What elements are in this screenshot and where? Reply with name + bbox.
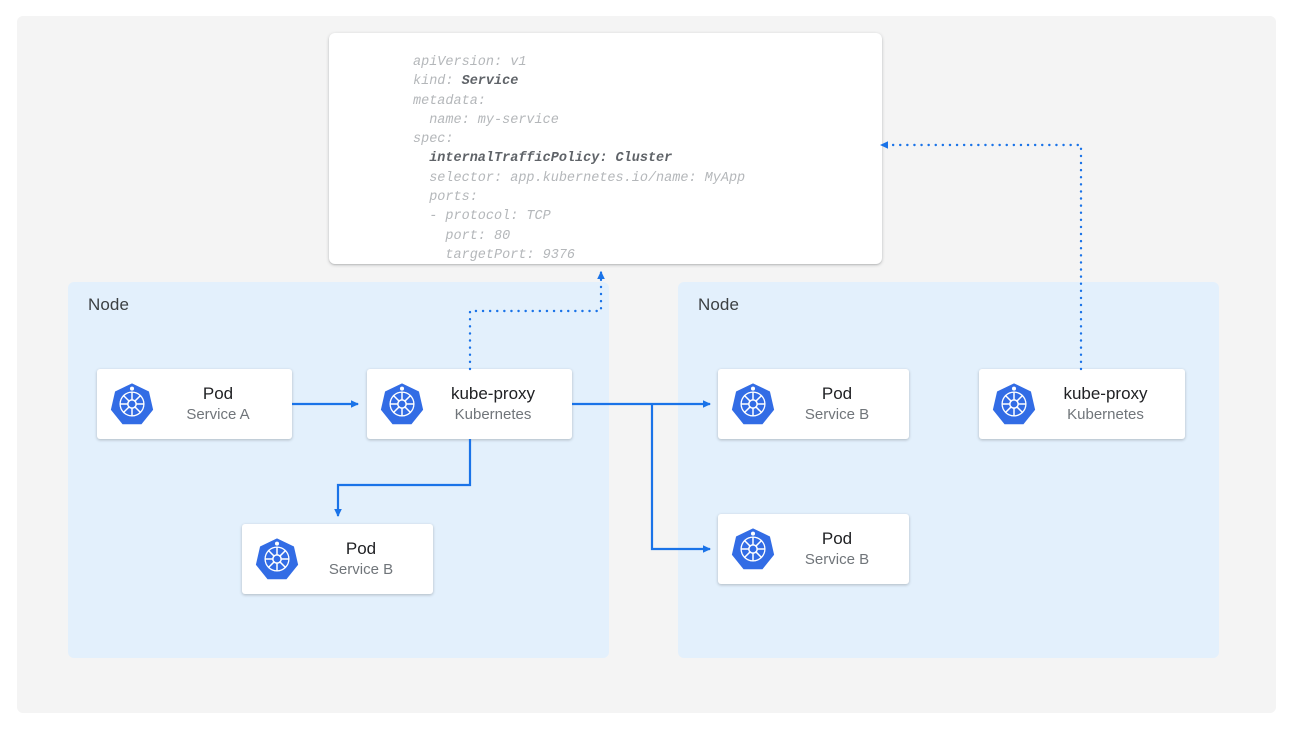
yaml-line: kind: Service	[413, 74, 519, 90]
pod-subtitle: Service B	[328, 561, 394, 578]
yaml-line: selector: app.kubernetes.io/name: MyApp	[413, 170, 746, 186]
pod-title: Pod	[821, 383, 853, 403]
kube-proxy-title: kube-proxy	[450, 383, 536, 403]
pod-card-service-b-remote-1[interactable]: Pod Service B	[718, 369, 909, 439]
kube-proxy-card-left[interactable]: kube-proxy Kubernetes	[367, 369, 572, 439]
kubernetes-logo-icon	[110, 382, 154, 426]
yaml-line: apiVersion: v1	[413, 55, 527, 70]
kube-proxy-subtitle: Kubernetes	[454, 406, 532, 423]
yaml-line: spec:	[413, 132, 454, 148]
pod-card-text: Pod Service B	[299, 538, 433, 581]
pod-card-text: Pod Service B	[775, 383, 909, 426]
pod-subtitle: Service B	[804, 406, 870, 423]
yaml-line: - protocol: TCP	[413, 209, 551, 225]
node-group-right: Node	[678, 282, 1219, 658]
kubernetes-logo-icon	[731, 382, 775, 426]
yaml-line: metadata:	[413, 93, 486, 109]
diagram-canvas: Node Node apiVersion: v1 kind: Service met…	[17, 16, 1276, 713]
pod-card-service-b-local[interactable]: Pod Service B	[242, 524, 433, 594]
node-label-left: Node	[88, 295, 130, 314]
yaml-line: ports:	[413, 190, 478, 206]
service-manifest-card: apiVersion: v1 kind: Service metadata: nam…	[329, 33, 882, 264]
yaml-line: targetPort: 9376	[413, 247, 576, 263]
yaml-line-value: Service	[461, 74, 519, 90]
kube-proxy-subtitle: Kubernetes	[1067, 406, 1144, 423]
pod-card-service-b-remote-2[interactable]: Pod Service B	[718, 514, 909, 584]
node-group-left: Node	[68, 282, 609, 658]
yaml-line: port: 80	[413, 228, 511, 244]
pod-title: Pod	[345, 538, 377, 558]
pod-title: Pod	[821, 528, 853, 548]
pod-card-text: Pod Service A	[154, 383, 292, 426]
kubernetes-logo-icon	[255, 537, 299, 581]
pod-subtitle: Service A	[186, 406, 250, 423]
kubernetes-logo-icon	[992, 382, 1036, 426]
kube-proxy-title: kube-proxy	[1063, 383, 1148, 403]
kubernetes-logo-icon	[380, 382, 424, 426]
node-label-right: Node	[698, 295, 740, 314]
pod-title: Pod	[202, 383, 234, 403]
kube-proxy-card-text: kube-proxy Kubernetes	[1036, 383, 1185, 426]
yaml-line: internalTrafficPolicy: Cluster	[413, 151, 673, 167]
kubernetes-logo-icon	[731, 527, 775, 571]
service-manifest-yaml: apiVersion: v1 kind: Service metadata: nam…	[413, 53, 745, 265]
pod-subtitle: Service B	[804, 551, 870, 568]
pod-card-service-a[interactable]: Pod Service A	[97, 369, 292, 439]
pod-card-text: Pod Service B	[775, 528, 909, 571]
kube-proxy-card-text: kube-proxy Kubernetes	[424, 383, 572, 426]
kube-proxy-card-right[interactable]: kube-proxy Kubernetes	[979, 369, 1185, 439]
yaml-line: name: my-service	[413, 112, 559, 128]
